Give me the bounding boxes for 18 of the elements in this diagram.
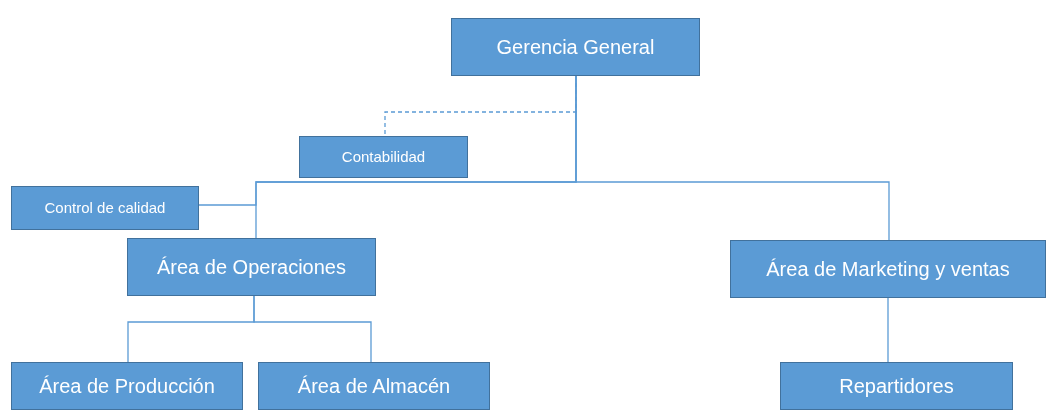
org-box <box>780 362 1013 410</box>
box-label: Área de Operaciones <box>157 254 346 280</box>
org-box <box>451 18 700 76</box>
box-label: Repartidores <box>839 373 954 399</box>
org-box <box>730 240 1046 298</box>
org-box <box>127 238 376 296</box>
org-box <box>258 362 490 410</box>
box-label: Gerencia General <box>496 34 655 60</box>
connector-line <box>887 297 889 363</box>
org-box <box>11 362 243 410</box>
box-label: Área de Marketing y ventas <box>766 256 1010 282</box>
org-box <box>11 186 199 230</box>
box-label: Control de calidad <box>44 198 166 218</box>
org-box <box>299 136 468 178</box>
box-label: Área de Producción <box>39 373 215 399</box>
connector-line <box>253 295 372 363</box>
box-label: Contabilidad <box>341 147 426 167</box>
box-label: Área de Almacén <box>297 373 451 399</box>
